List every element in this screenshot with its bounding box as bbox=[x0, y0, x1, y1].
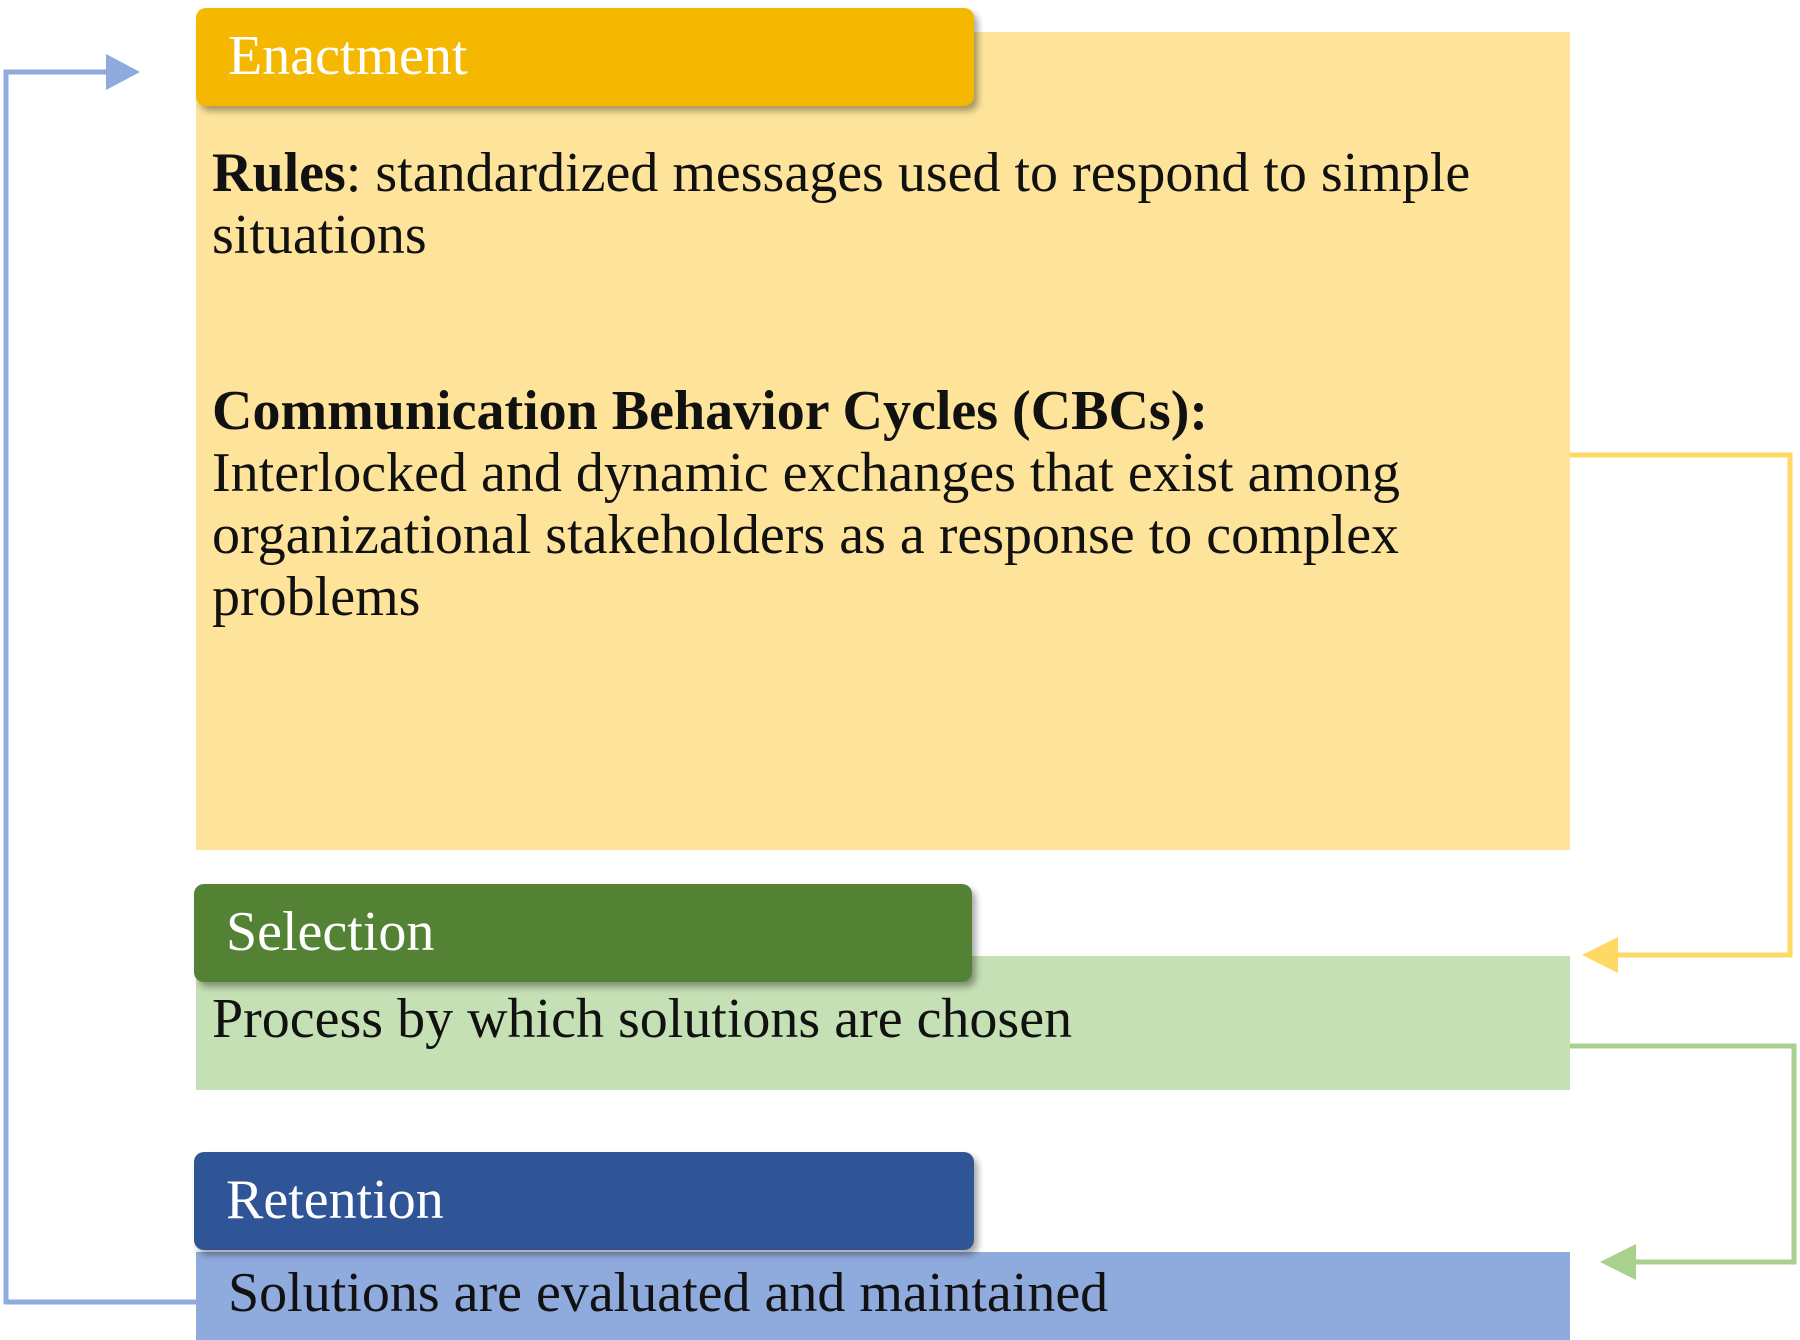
rules-text: : standardized messages used to respond … bbox=[212, 142, 1471, 266]
retention-panel bbox=[196, 1252, 1570, 1340]
cbc-label: Communication Behavior Cycles (CBCs): bbox=[212, 380, 1209, 442]
retention-text: Solutions are evaluated and maintained bbox=[228, 1262, 1109, 1324]
retention-to-enactment-arrow bbox=[3, 69, 196, 1305]
enactment-to-selection-arrow bbox=[1570, 452, 1793, 958]
rules-label: Rules bbox=[212, 142, 346, 204]
selection-header: Selection bbox=[194, 884, 972, 982]
enactment-header: Enactment bbox=[196, 8, 974, 106]
enactment-to-selection-arrowhead bbox=[1582, 937, 1618, 973]
rules-description: Rules: standardized messages used to res… bbox=[212, 142, 1542, 266]
selection-to-retention-arrowhead bbox=[1600, 1244, 1636, 1280]
cbc-description: Communication Behavior Cycles (CBCs):Int… bbox=[212, 380, 1542, 628]
selection-text: Process by which solutions are chosen bbox=[212, 988, 1073, 1050]
cbc-text: Interlocked and dynamic exchanges that e… bbox=[212, 442, 1401, 628]
retention-to-enactment-arrowhead bbox=[106, 54, 140, 90]
enactment-panel bbox=[196, 32, 1570, 850]
retention-header: Retention bbox=[194, 1152, 974, 1250]
selection-to-retention-arrow bbox=[1570, 1043, 1797, 1265]
